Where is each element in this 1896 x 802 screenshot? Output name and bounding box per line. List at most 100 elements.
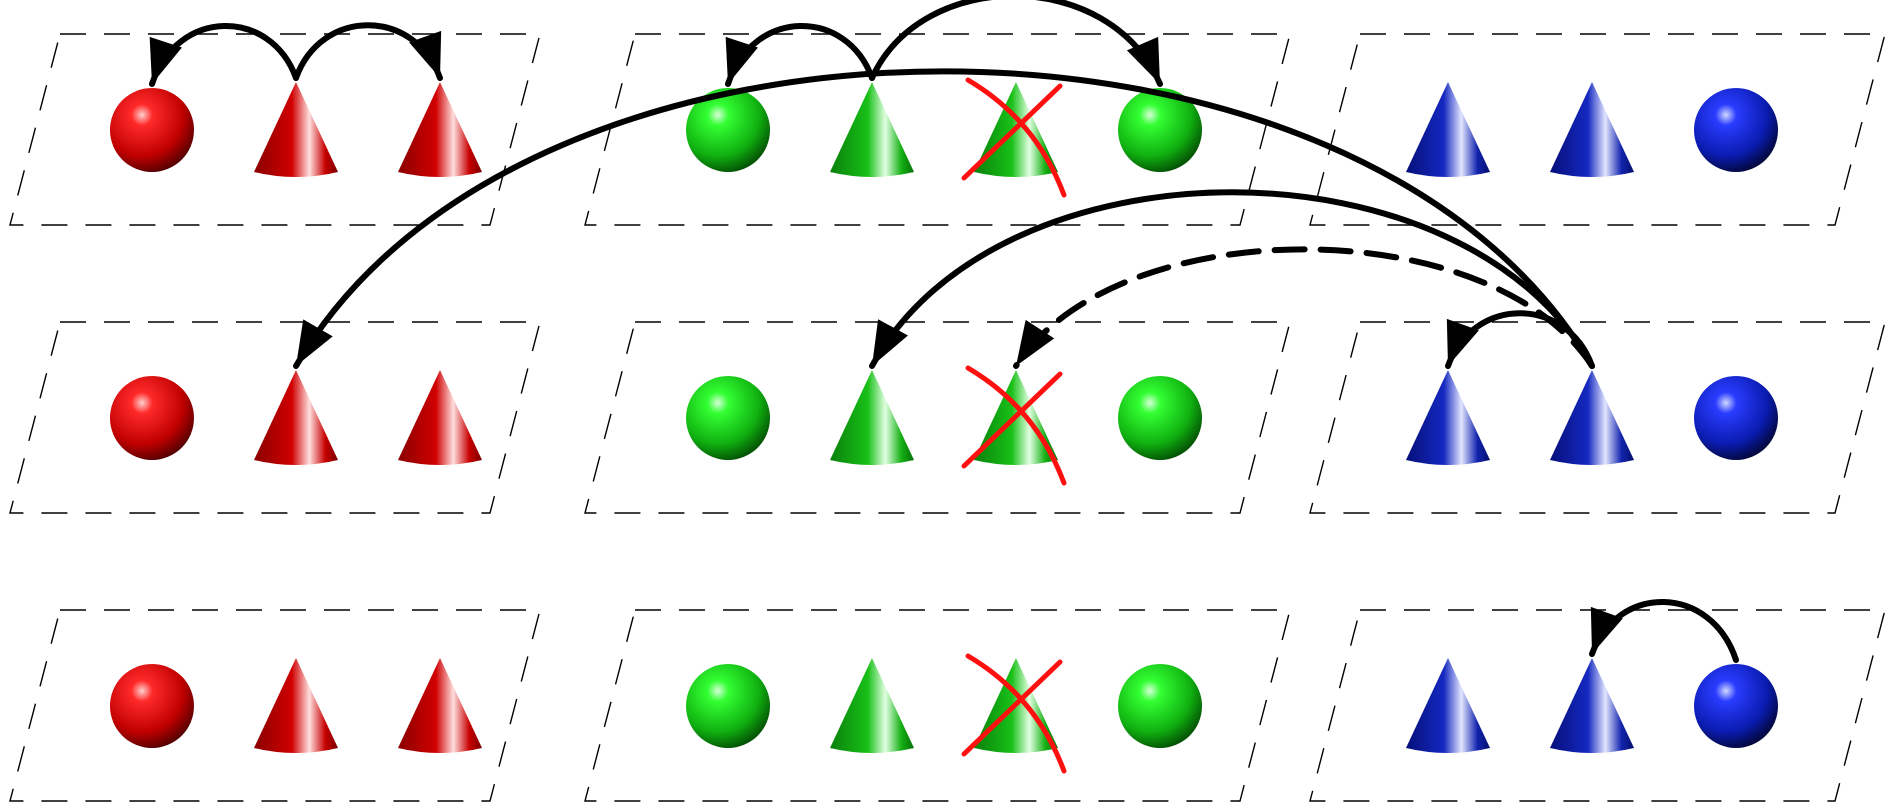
cone-shape: [254, 370, 338, 465]
sphere-green: [686, 664, 770, 748]
cone-green: [830, 82, 914, 177]
cross-mark: [961, 653, 1067, 774]
object-layer: [110, 77, 1778, 774]
arrowhead: [1126, 36, 1160, 84]
arrow-stroke: [869, 0, 1163, 87]
panel-outline: [584, 33, 1291, 226]
cone-shape: [830, 370, 914, 465]
cone-shape: [1406, 82, 1490, 177]
cone-shape: [1550, 370, 1634, 465]
panel-outline: [1309, 33, 1886, 226]
curved-arrow: [149, 23, 299, 87]
arrowhead: [1590, 606, 1623, 654]
sphere-shape: [1118, 88, 1202, 172]
sphere-shape: [1118, 376, 1202, 460]
cone-blue: [1550, 370, 1634, 465]
cone-red: [398, 82, 482, 177]
cone-shape: [1550, 658, 1634, 753]
arrow-layer: [149, 0, 1739, 663]
arrowhead: [149, 36, 182, 84]
arrowhead: [872, 319, 908, 366]
cross-stroke: [965, 77, 1067, 198]
sphere-blue: [1694, 664, 1778, 748]
arrowhead: [1016, 319, 1055, 366]
cone-red: [398, 658, 482, 753]
sphere-shape: [110, 376, 194, 460]
curved-arrow: [725, 23, 875, 87]
cross-stroke: [961, 83, 1063, 181]
arrowhead: [296, 319, 333, 366]
cone-shape: [830, 82, 914, 177]
panel-outline: [584, 609, 1291, 802]
cone-red: [398, 370, 482, 465]
cone-red: [254, 658, 338, 753]
sphere-shape: [1694, 376, 1778, 460]
cone-blue: [1550, 658, 1634, 753]
sphere-shape: [110, 664, 194, 748]
cone-shape: [398, 370, 482, 465]
sphere-red: [110, 664, 194, 748]
cone-shape: [398, 82, 482, 177]
sphere-green: [1118, 664, 1202, 748]
curved-arrow: [869, 0, 1163, 87]
sphere-green: [1118, 88, 1202, 172]
cross-mark: [961, 365, 1067, 486]
cross-stroke: [965, 653, 1067, 774]
sphere-shape: [110, 88, 194, 172]
cross-stroke: [965, 365, 1067, 486]
cone-green: [830, 658, 914, 753]
cone-shape: [254, 82, 338, 177]
dashed-arrow: [1013, 246, 1595, 369]
curved-arrow: [293, 68, 1595, 369]
sphere-shape: [686, 664, 770, 748]
cross-mark: [961, 77, 1067, 198]
arrowhead: [409, 30, 442, 78]
cone-green: [961, 365, 1067, 486]
cone-green: [961, 653, 1067, 774]
curved-arrow: [869, 189, 1595, 369]
cone-green: [961, 77, 1067, 198]
arrow-stroke: [1013, 246, 1595, 369]
sphere-shape: [1694, 88, 1778, 172]
sphere-shape: [686, 88, 770, 172]
sphere-shape: [1118, 664, 1202, 748]
panel-outline: [9, 33, 541, 226]
sphere-red: [110, 376, 194, 460]
curved-arrow: [1445, 310, 1595, 369]
arrow-stroke: [293, 68, 1595, 369]
cone-shape: [398, 658, 482, 753]
cone-red: [254, 370, 338, 465]
sphere-blue: [1694, 88, 1778, 172]
panel-outline: [9, 609, 541, 802]
panel-layer: [9, 33, 1886, 802]
sphere-red: [110, 88, 194, 172]
cone-green: [830, 370, 914, 465]
arrowhead: [1446, 318, 1479, 366]
sphere-shape: [686, 376, 770, 460]
cone-red: [254, 82, 338, 177]
panel-outline: [1309, 609, 1886, 802]
sphere-shape: [1694, 664, 1778, 748]
arrow-stroke: [869, 189, 1595, 369]
cone-shape: [1550, 82, 1634, 177]
sphere-blue: [1694, 376, 1778, 460]
arrowhead: [725, 36, 758, 84]
sphere-green: [1118, 376, 1202, 460]
cross-stroke: [961, 371, 1063, 469]
cone-blue: [1550, 82, 1634, 177]
cone-blue: [1406, 658, 1490, 753]
cone-shape: [1406, 658, 1490, 753]
sphere-green: [686, 88, 770, 172]
sphere-green: [686, 376, 770, 460]
curved-arrow: [1589, 599, 1739, 663]
cone-shape: [830, 658, 914, 753]
panel-outline: [9, 321, 541, 514]
cone-shape: [1406, 370, 1490, 465]
cross-stroke: [961, 659, 1063, 757]
cone-shape: [254, 658, 338, 753]
panel-outline: [584, 321, 1291, 514]
curved-arrow: [293, 22, 443, 81]
cone-blue: [1406, 370, 1490, 465]
